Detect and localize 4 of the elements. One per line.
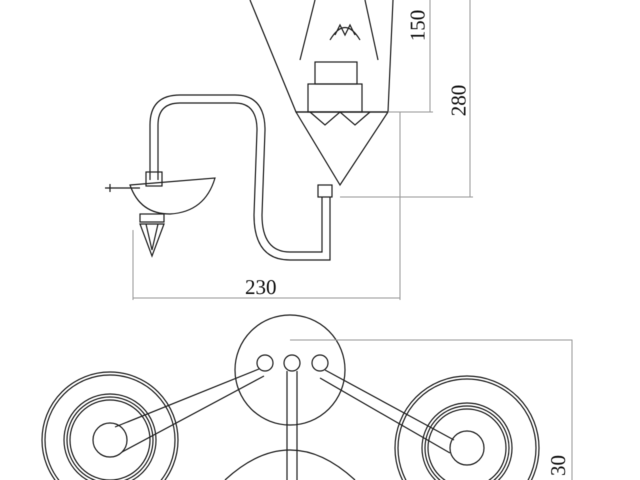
dimension-value: 230	[245, 277, 276, 298]
dimension-value: 150	[407, 10, 428, 42]
dimension-value: 30	[548, 455, 569, 476]
dimension-value: 280	[448, 84, 470, 116]
